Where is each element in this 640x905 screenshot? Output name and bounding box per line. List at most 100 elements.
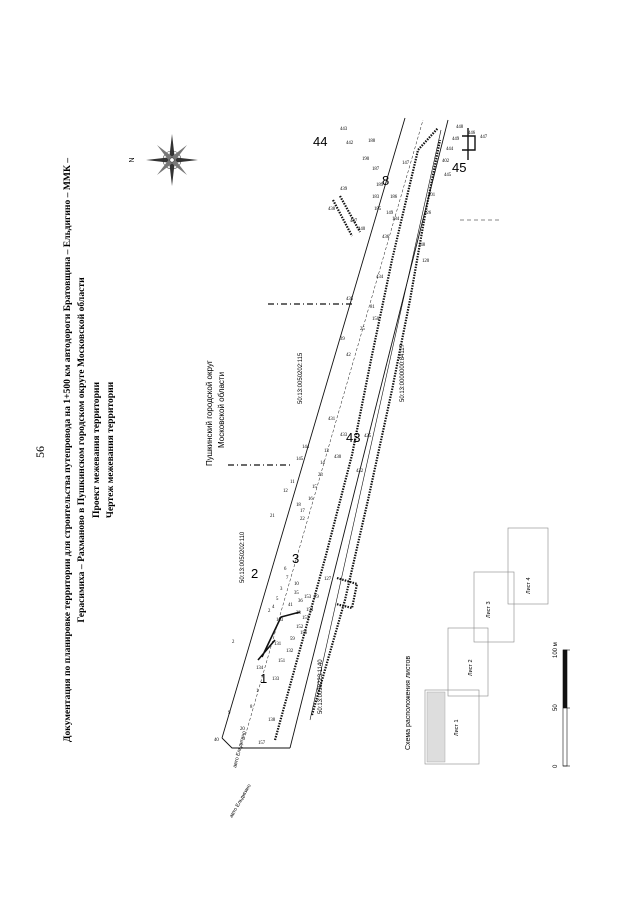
parcel-number: 446 xyxy=(468,131,476,136)
zone-number: 2 xyxy=(251,566,258,581)
parcel-number: 138 xyxy=(268,718,276,723)
parcel-number: 3 xyxy=(280,587,283,592)
parcel-number: 2 xyxy=(268,609,271,614)
cadastral-label: 50:13:0000000:84117 xyxy=(400,343,406,402)
parcel-number: 131 xyxy=(274,642,282,647)
road-edge-outer-west xyxy=(221,117,406,739)
parcel-number: 152 xyxy=(296,625,304,630)
sheet-label: Лист 2 xyxy=(468,659,474,676)
parcel-number: 150 xyxy=(372,317,380,322)
sheet-outline xyxy=(507,527,549,605)
parcel-number: 430 xyxy=(334,455,342,460)
parcel-number: 36 xyxy=(298,599,303,604)
parcel-number: 10 xyxy=(294,582,299,587)
parcel-number: 8 xyxy=(250,705,253,710)
parcel-number: 18 xyxy=(296,503,301,508)
parcel-number: 12 xyxy=(283,489,288,494)
parcel-number: 145 xyxy=(296,457,304,462)
parcel-number: 42 xyxy=(346,353,351,358)
sheet-outline xyxy=(473,571,515,643)
parcel-number: 442 xyxy=(346,141,354,146)
parcel-number: 440 xyxy=(358,227,366,232)
parcel-number: 186 xyxy=(390,195,398,200)
road-edge-inner xyxy=(243,119,424,741)
header-line-4: Чертеж межевания территории xyxy=(105,381,116,518)
zone-number: 8 xyxy=(382,173,389,188)
parcel-number: 22 xyxy=(300,517,305,522)
sheet-label: Лист 1 xyxy=(454,719,460,736)
header-line-3: Проект межевания территории xyxy=(91,382,102,518)
parcel-number: 132 xyxy=(286,649,294,654)
branch-road-south xyxy=(335,576,359,610)
parcel-number: 13 xyxy=(324,449,329,454)
parcel-number: 435 xyxy=(346,297,354,302)
parcel-number: 6 xyxy=(284,567,287,572)
parcel-number: 39 xyxy=(340,337,345,342)
east-end-feature xyxy=(462,128,476,160)
parcel-numbers: 40 2 9 20 157 138 8 134 133 151 131 132 … xyxy=(214,125,488,746)
junction-detail xyxy=(257,611,301,661)
parcel-number: 437 xyxy=(350,219,358,224)
parcel-number: 20 xyxy=(240,727,245,732)
parcel-number: 189 xyxy=(376,183,384,188)
parcel-number: 449 xyxy=(452,137,460,142)
cadastral-label: 50:13:0050202:110 xyxy=(240,531,246,583)
compass-rose-icon xyxy=(146,134,198,186)
zone-number: 43 xyxy=(346,430,360,445)
parcel-number: 143 xyxy=(276,618,284,623)
parcel-number: 35 xyxy=(294,591,299,596)
header-line-1: Документация по планировке территории дл… xyxy=(62,158,73,742)
scale-label: 0 xyxy=(553,764,559,768)
parcel-number: 447 xyxy=(480,135,488,140)
parcel-number: 127 xyxy=(324,577,332,582)
sheet-outline xyxy=(447,627,489,697)
parcel-number: 443 xyxy=(340,127,348,132)
parcel-number: 431 xyxy=(328,417,336,422)
parcel-number: 23 xyxy=(318,473,323,478)
parcel-number: 151 xyxy=(278,659,286,664)
parcel-number: 149 xyxy=(386,211,394,216)
sheet-label: Лист 4 xyxy=(526,577,532,594)
district-label-line-1: Пушкинский городской округ xyxy=(205,360,214,466)
parcel-number: 188 xyxy=(368,139,376,144)
parcel-number: 425 xyxy=(364,434,372,439)
cadastral-label: 50:13:0050223:1140 xyxy=(318,659,324,714)
sheet-layout-scheme: Схема расположения листов Лист 1 Лист 2 … xyxy=(405,527,549,765)
cadastral-label: 50:13:0050202:115 xyxy=(298,352,304,404)
parcel-number: 41 xyxy=(288,603,293,608)
corridor-end-west xyxy=(221,737,290,749)
sheet-layout-title: Схема расположения листов xyxy=(405,656,412,750)
sheet-outline xyxy=(424,689,480,765)
parcel-number: 148 xyxy=(418,243,426,248)
compass-north-label: N xyxy=(129,157,136,162)
parcel-number: 59 xyxy=(290,637,295,642)
scale-label: 100 м xyxy=(553,642,559,658)
parcel-number: 184 xyxy=(392,217,400,222)
zone-number: 3 xyxy=(292,551,299,566)
district-label-line-2: Московской области xyxy=(217,372,226,448)
cadastral-line xyxy=(309,129,442,721)
parcel-number: 4 xyxy=(272,605,275,610)
parcel-number: 157 xyxy=(258,741,266,746)
parcel-number: 155 xyxy=(302,616,310,621)
zone-number: 44 xyxy=(313,134,327,149)
parcel-number: 120 xyxy=(422,259,430,264)
parcel-number: 434 xyxy=(376,275,384,280)
parcel-number: 134 xyxy=(256,666,264,671)
parcel-number: 448 xyxy=(456,125,464,130)
sheet-label: Лист 3 xyxy=(486,601,492,618)
parcel-number: 433 xyxy=(340,433,348,438)
page-number: 56 xyxy=(33,446,47,458)
road-corridor xyxy=(221,117,500,749)
parcel-number: 7 xyxy=(286,576,289,581)
parcel-number: 432 xyxy=(356,469,364,474)
parcel-number: 29 xyxy=(314,595,319,600)
parcel-number: 126 xyxy=(424,211,432,216)
parcel-number: 11 xyxy=(290,480,295,485)
parcel-number: 33 xyxy=(296,611,301,616)
scale-label: 50 xyxy=(553,704,559,711)
scale-bar: 0 50 100 м xyxy=(553,642,570,768)
direction-label: авто Ельдигино xyxy=(232,730,248,768)
